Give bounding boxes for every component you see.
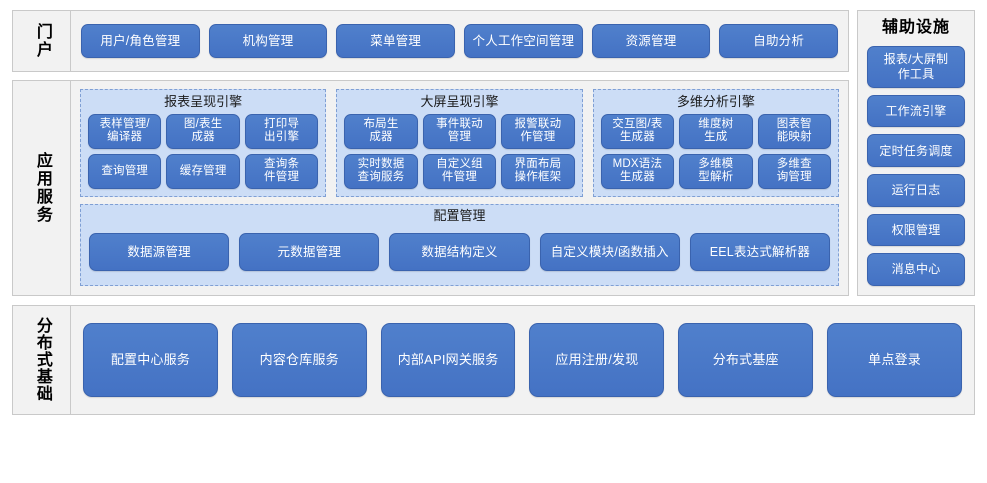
application-services-section: 应用服务 报表呈现引擎表样管理/ 编译器图/表生 成器打印导 出引擎查询管理缓存… <box>12 80 849 296</box>
config-management-title: 配置管理 <box>433 207 486 223</box>
engine-0-item-0[interactable]: 表样管理/ 编译器 <box>88 113 162 149</box>
engine-1-item-5[interactable]: 界面布局 操作框架 <box>501 153 575 189</box>
engine-panel-2: 多维分析引擎交互图/表 生成器维度树 生成图表智 能映射 MDX语法 生成器多维模… <box>592 89 839 197</box>
engine-1-item-0[interactable]: 布局生 成器 <box>344 113 418 149</box>
portal-item-3[interactable]: 个人工作空间管理 <box>464 24 583 58</box>
top-area: 门户 用户/角色管理机构管理菜单管理个人工作空间管理资源管理自助分析 应用服务 … <box>12 10 975 296</box>
aux-item-5[interactable]: 消息中心 <box>867 253 965 286</box>
distributed-base-section: 分布式基础 配置中心服务内容仓库服务内部API网关服务应用注册/发现分布式基座单… <box>12 304 975 415</box>
engine-1-item-2[interactable]: 报警联动 作管理 <box>501 113 575 149</box>
base-item-2[interactable]: 内部API网关服务 <box>380 322 516 397</box>
portal-item-5[interactable]: 自助分析 <box>719 24 839 58</box>
config-item-2[interactable]: 数据结构定义 <box>389 233 530 272</box>
aux-facilities-section: 辅助设施 报表/大屏制 作工具工作流引擎定时任务调度运行日志权限管理消息中心 <box>857 10 975 296</box>
engine-0-item-4[interactable]: 缓存管理 <box>166 153 240 189</box>
engine-2-item-3[interactable]: MDX语法 生成器 <box>600 153 675 189</box>
portal-item-1[interactable]: 机构管理 <box>208 24 328 58</box>
config-item-1[interactable]: 元数据管理 <box>239 233 380 272</box>
aux-facilities-item-list: 报表/大屏制 作工具工作流引擎定时任务调度运行日志权限管理消息中心 <box>867 45 965 286</box>
engine-panel-1: 大屏呈现引擎布局生 成器事件联动 管理报警联动 作管理实时数据 查询服务自定义组… <box>336 89 583 197</box>
engine-0-item-3[interactable]: 查询管理 <box>88 153 162 189</box>
aux-facilities-title: 辅助设施 <box>881 19 950 36</box>
application-services-band-label: 应用服务 <box>13 81 71 295</box>
application-services-band-label-text: 应用服务 <box>33 151 51 224</box>
portal-band-label-text: 门户 <box>33 23 51 59</box>
engine-2-item-1[interactable]: 维度树 生成 <box>679 113 753 149</box>
aux-item-1[interactable]: 工作流引擎 <box>867 94 965 128</box>
distributed-base-item-list: 配置中心服务内容仓库服务内部API网关服务应用注册/发现分布式基座单点登录 <box>71 306 974 414</box>
config-item-3[interactable]: 自定义模块/函数插入 <box>539 233 680 272</box>
config-item-0[interactable]: 数据源管理 <box>89 233 230 272</box>
engine-panel-title-0: 报表呈现引擎 <box>164 94 243 109</box>
aux-item-0[interactable]: 报表/大屏制 作工具 <box>867 45 965 88</box>
config-item-4[interactable]: EEL表达式解析器 <box>689 233 831 272</box>
base-item-3[interactable]: 应用注册/发现 <box>529 322 665 397</box>
distributed-base-band-label: 分布式基础 <box>13 305 71 414</box>
engine-2-item-5[interactable]: 多维查 询管理 <box>757 153 831 189</box>
engine-panel-0: 报表呈现引擎表样管理/ 编译器图/表生 成器打印导 出引擎查询管理缓存管理查询条… <box>80 89 327 197</box>
base-item-1[interactable]: 内容仓库服务 <box>231 322 367 397</box>
portal-item-4[interactable]: 资源管理 <box>591 24 711 58</box>
engine-0-item-1[interactable]: 图/表生 成器 <box>166 113 240 149</box>
base-item-4[interactable]: 分布式基座 <box>678 322 814 397</box>
engine-1-item-4[interactable]: 自定义组 件管理 <box>422 153 497 189</box>
portal-band-label: 门户 <box>13 11 71 71</box>
engine-2-item-0[interactable]: 交互图/表 生成器 <box>600 113 675 149</box>
aux-item-3[interactable]: 运行日志 <box>867 173 965 207</box>
engine-item-grid-0: 表样管理/ 编译器图/表生 成器打印导 出引擎查询管理缓存管理查询条 件管理 <box>88 113 319 189</box>
engine-1-item-3[interactable]: 实时数据 查询服务 <box>344 153 418 189</box>
application-services-body: 报表呈现引擎表样管理/ 编译器图/表生 成器打印导 出引擎查询管理缓存管理查询条… <box>71 81 848 295</box>
engine-panel-title-1: 大屏呈现引擎 <box>420 94 499 109</box>
engine-2-item-4[interactable]: 多维模 型解析 <box>679 153 753 189</box>
engine-0-item-2[interactable]: 打印导 出引擎 <box>244 113 319 149</box>
engine-panel-row: 报表呈现引擎表样管理/ 编译器图/表生 成器打印导 出引擎查询管理缓存管理查询条… <box>80 89 839 197</box>
engine-0-item-5[interactable]: 查询条 件管理 <box>244 153 319 189</box>
main-column: 门户 用户/角色管理机构管理菜单管理个人工作空间管理资源管理自助分析 应用服务 … <box>12 10 849 296</box>
portal-section: 门户 用户/角色管理机构管理菜单管理个人工作空间管理资源管理自助分析 <box>12 10 849 72</box>
engine-panel-title-2: 多维分析引擎 <box>676 94 755 109</box>
aux-item-4[interactable]: 权限管理 <box>867 213 965 247</box>
engine-2-item-2[interactable]: 图表智 能映射 <box>757 113 831 149</box>
engine-1-item-1[interactable]: 事件联动 管理 <box>422 113 497 149</box>
base-item-5[interactable]: 单点登录 <box>827 322 962 397</box>
engine-item-grid-1: 布局生 成器事件联动 管理报警联动 作管理实时数据 查询服务自定义组 件管理界面… <box>344 113 575 189</box>
aux-item-2[interactable]: 定时任务调度 <box>867 134 965 167</box>
portal-item-list: 用户/角色管理机构管理菜单管理个人工作空间管理资源管理自助分析 <box>71 11 848 71</box>
portal-item-0[interactable]: 用户/角色管理 <box>81 24 200 58</box>
distributed-base-band-label-text: 分布式基础 <box>33 317 51 403</box>
portal-item-2[interactable]: 菜单管理 <box>336 24 456 58</box>
base-item-0[interactable]: 配置中心服务 <box>83 322 218 397</box>
engine-item-grid-2: 交互图/表 生成器维度树 生成图表智 能映射 MDX语法 生成器多维模 型解析多维… <box>600 113 831 189</box>
